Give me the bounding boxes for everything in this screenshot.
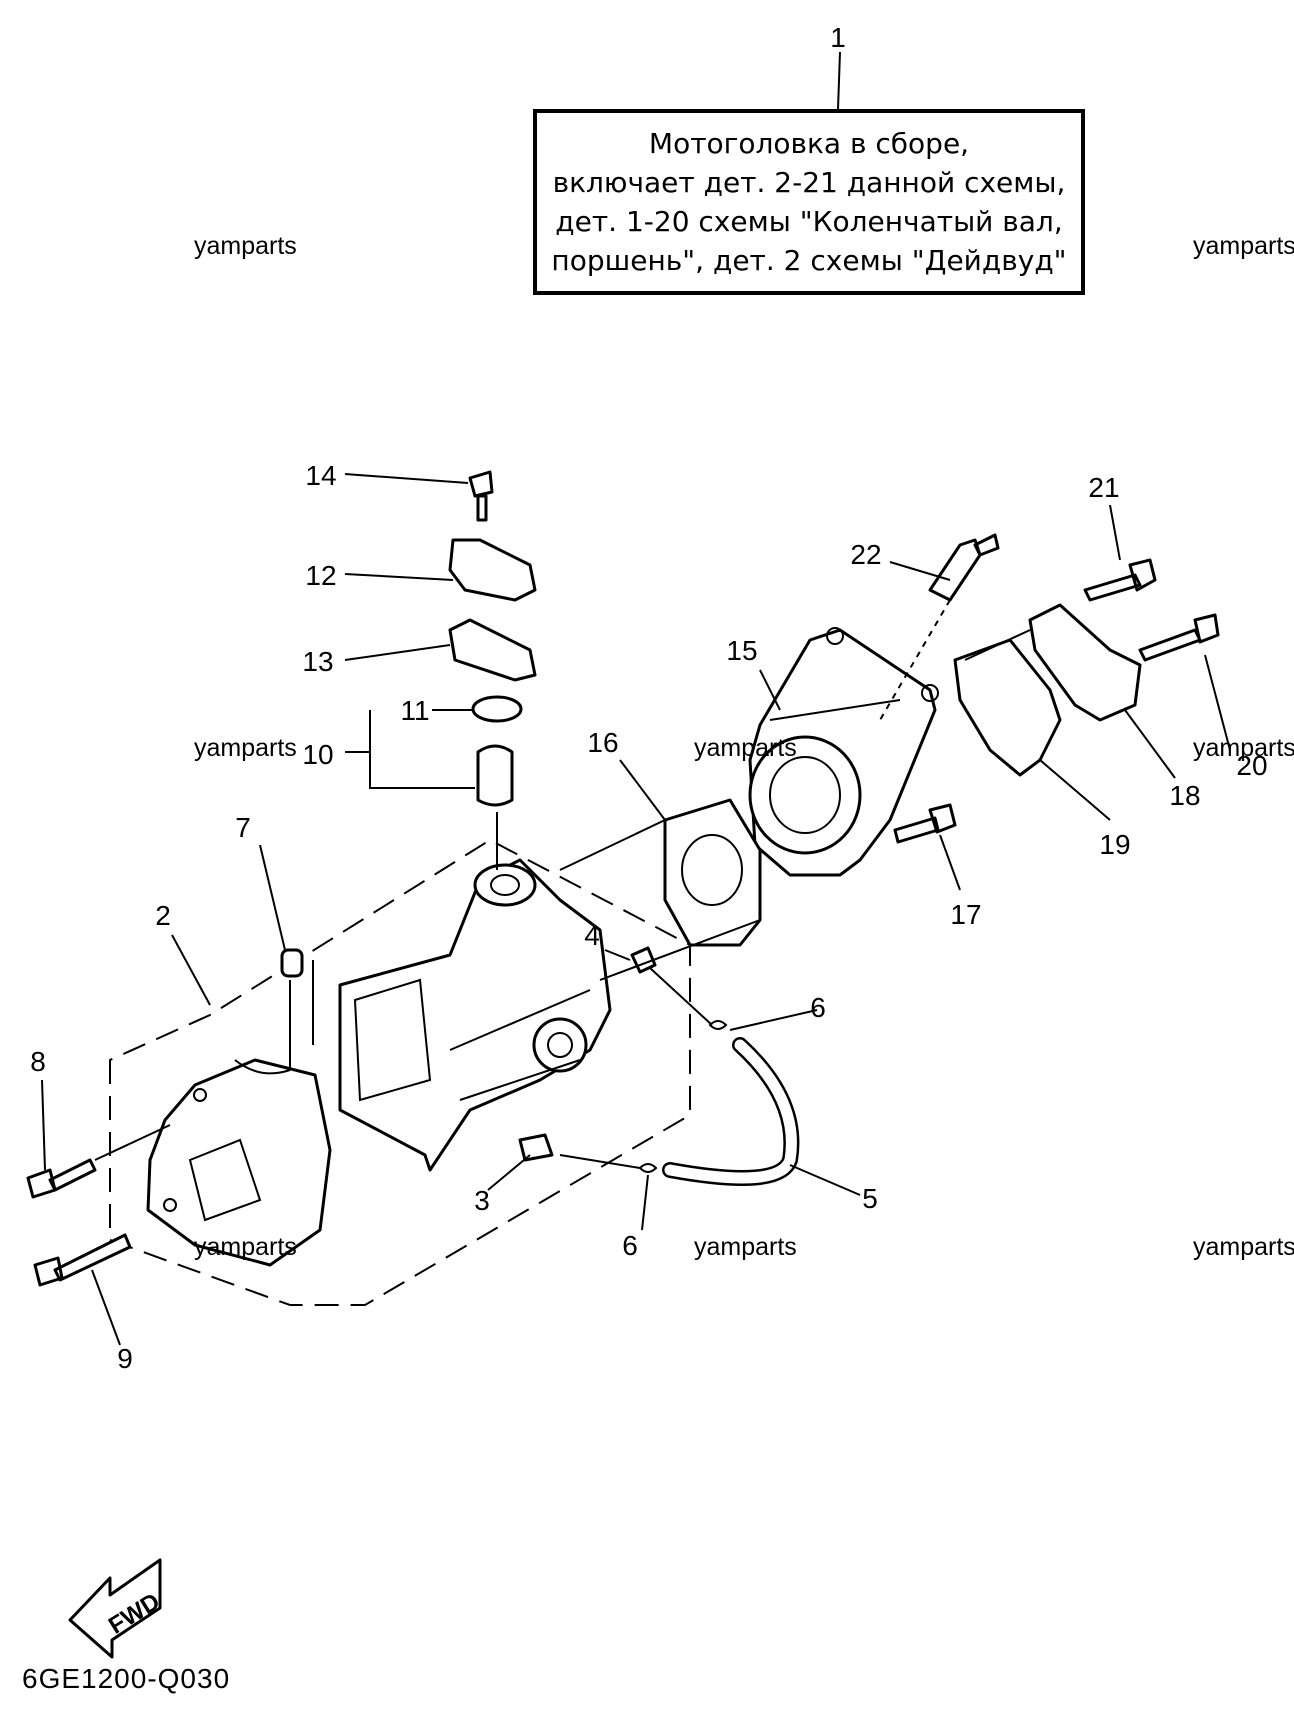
thermostat-seal bbox=[471, 695, 523, 723]
part-number: 20 bbox=[1236, 750, 1267, 781]
note-line: поршень", дет. 2 схемы "Дейдвуд" bbox=[551, 244, 1067, 277]
watermark: yamparts bbox=[194, 232, 297, 260]
watermark: yamparts bbox=[194, 734, 297, 762]
part-number: 7 bbox=[235, 812, 251, 843]
part-number: 4 bbox=[584, 920, 600, 951]
part-number: 14 bbox=[305, 460, 336, 491]
part-number: 16 bbox=[587, 727, 618, 758]
thermostat bbox=[476, 744, 514, 807]
thermostat-cover-gasket bbox=[448, 618, 537, 682]
watermark: yamparts bbox=[1193, 734, 1294, 762]
bolt-8 bbox=[26, 1158, 97, 1199]
bolt-21 bbox=[1083, 558, 1157, 602]
part-number: 2 bbox=[155, 900, 171, 931]
clip-6b bbox=[638, 1163, 658, 1173]
part-number: 11 bbox=[400, 695, 429, 726]
bolt-20 bbox=[1138, 613, 1220, 662]
clip-6a bbox=[708, 1020, 728, 1030]
part-number: 6 bbox=[810, 992, 826, 1023]
part-number: 1 bbox=[830, 22, 846, 53]
note-line: включает дет. 2-21 данной схемы, bbox=[552, 166, 1066, 199]
joint-3 bbox=[518, 1133, 554, 1162]
part-number: 5 bbox=[862, 1183, 878, 1214]
watermark: yamparts bbox=[194, 1233, 297, 1261]
part-number: 3 bbox=[474, 1185, 490, 1216]
part-number: 6 bbox=[622, 1230, 638, 1261]
watermark: yamparts bbox=[694, 734, 797, 762]
thermostat-cover-bolt bbox=[468, 470, 494, 522]
watermark: yamparts bbox=[1193, 232, 1294, 260]
part-number: 13 bbox=[302, 646, 333, 677]
dowel-pin bbox=[280, 948, 304, 978]
part-number: 9 bbox=[117, 1343, 133, 1374]
part-number: 22 bbox=[850, 539, 881, 570]
note-line: Мотоголовка в сборе, bbox=[648, 127, 970, 160]
thermostat-cover bbox=[448, 538, 537, 602]
spark-plug bbox=[928, 533, 1000, 602]
head-gasket bbox=[663, 798, 762, 947]
part-number: 12 bbox=[305, 560, 336, 591]
cylinder-block bbox=[338, 858, 612, 1172]
watermark: yamparts bbox=[694, 1233, 797, 1261]
part-number: 17 bbox=[950, 899, 981, 930]
part-number: 15 bbox=[726, 635, 757, 666]
part-number: 8 bbox=[30, 1046, 46, 1077]
exhaust-cover bbox=[1028, 603, 1142, 722]
note-line: дет. 1-20 схемы "Коленчатый вал, bbox=[555, 205, 1063, 238]
diagram-code: 6GE1200-Q030 bbox=[22, 1663, 231, 1694]
part-number: 18 bbox=[1169, 780, 1200, 811]
part-number: 19 bbox=[1099, 829, 1130, 860]
hose bbox=[662, 1037, 800, 1186]
bolt-9 bbox=[33, 1233, 132, 1287]
part-number: 21 bbox=[1088, 472, 1119, 503]
crankcase-half bbox=[146, 1058, 332, 1267]
leader-1 bbox=[837, 51, 841, 110]
fwd-arrow-icon: FWD bbox=[68, 1558, 165, 1659]
part-number: 10 bbox=[302, 739, 333, 770]
cylinder-head bbox=[748, 627, 939, 877]
watermark: yamparts bbox=[1193, 1233, 1294, 1261]
assembly-note-box: Мотоголовка в сборе, включает дет. 2-21 … bbox=[533, 109, 1085, 295]
bolt-17 bbox=[893, 803, 957, 844]
